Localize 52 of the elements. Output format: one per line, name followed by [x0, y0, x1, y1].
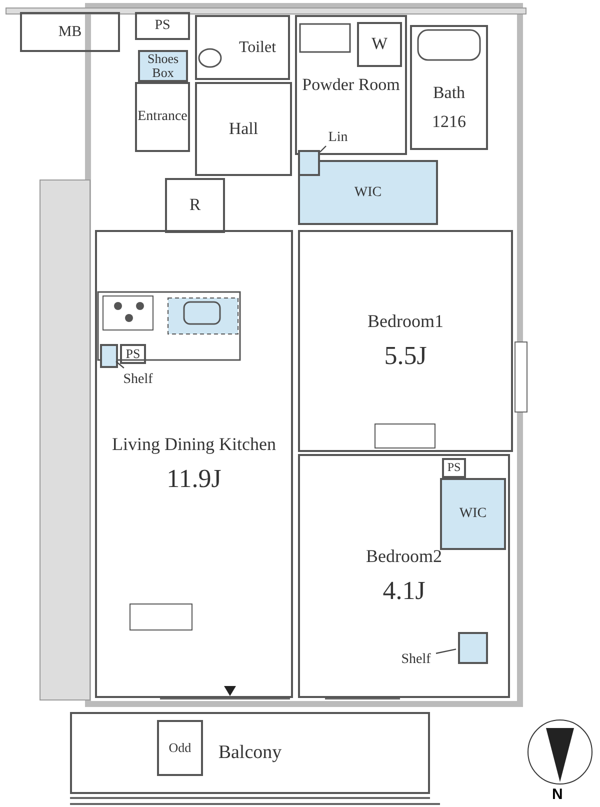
room-outline — [195, 15, 290, 80]
room-outline — [20, 12, 120, 52]
leader-label: Shelf — [394, 650, 438, 670]
room-label: PS — [126, 346, 140, 362]
area-label: 11.9J — [166, 464, 222, 494]
room-label: MB — [58, 24, 82, 40]
storage-box — [458, 632, 488, 664]
room-outline — [70, 712, 430, 794]
storage-area — [440, 478, 506, 550]
room-label: R — [189, 196, 201, 215]
room-outline — [410, 25, 488, 150]
room-label: Toilet — [238, 38, 276, 56]
storage-area — [298, 160, 438, 225]
storage-area — [138, 50, 188, 82]
room-label: Balcony — [218, 742, 282, 764]
room-outline — [442, 458, 466, 478]
compass-label: N — [552, 786, 563, 803]
storage-box — [298, 150, 320, 176]
room-label: Shoes Box — [146, 52, 180, 80]
leader-label: Shelf — [114, 370, 162, 390]
leader-line — [436, 648, 456, 654]
room-label: PS — [154, 18, 170, 34]
room-label: W — [371, 35, 388, 54]
room-label: Hall — [228, 120, 258, 138]
room-outline — [135, 12, 190, 40]
area-label: 4.1J — [382, 576, 426, 606]
room-label: 1216 — [432, 112, 466, 132]
leader-line — [320, 146, 326, 152]
room-outline — [157, 720, 203, 776]
room-outline — [165, 178, 225, 233]
room-label: WIC — [354, 184, 382, 200]
room-outline — [357, 22, 402, 67]
room-label: Odd — [168, 740, 192, 756]
room-outline — [135, 82, 190, 152]
area-label: 5.5J — [384, 342, 427, 370]
room-label: WIC — [459, 506, 487, 522]
room-outline — [298, 454, 510, 698]
room-label: Entrance — [138, 109, 188, 125]
room-outline — [298, 230, 513, 452]
room-label: Living Dining Kitchen — [112, 434, 276, 455]
room-label: Bath — [432, 84, 466, 102]
room-outline — [295, 15, 407, 155]
room-outline — [120, 344, 146, 364]
room-label: Powder Room — [302, 76, 400, 94]
room-label: Bedroom1 — [368, 312, 444, 332]
room-label: PS — [447, 461, 461, 475]
room-outline — [95, 230, 293, 698]
leader-label: Lin — [320, 128, 356, 148]
leader-line — [116, 360, 124, 368]
room-outline — [195, 82, 292, 176]
storage-box — [100, 344, 118, 368]
room-label: Bedroom2 — [366, 546, 442, 567]
